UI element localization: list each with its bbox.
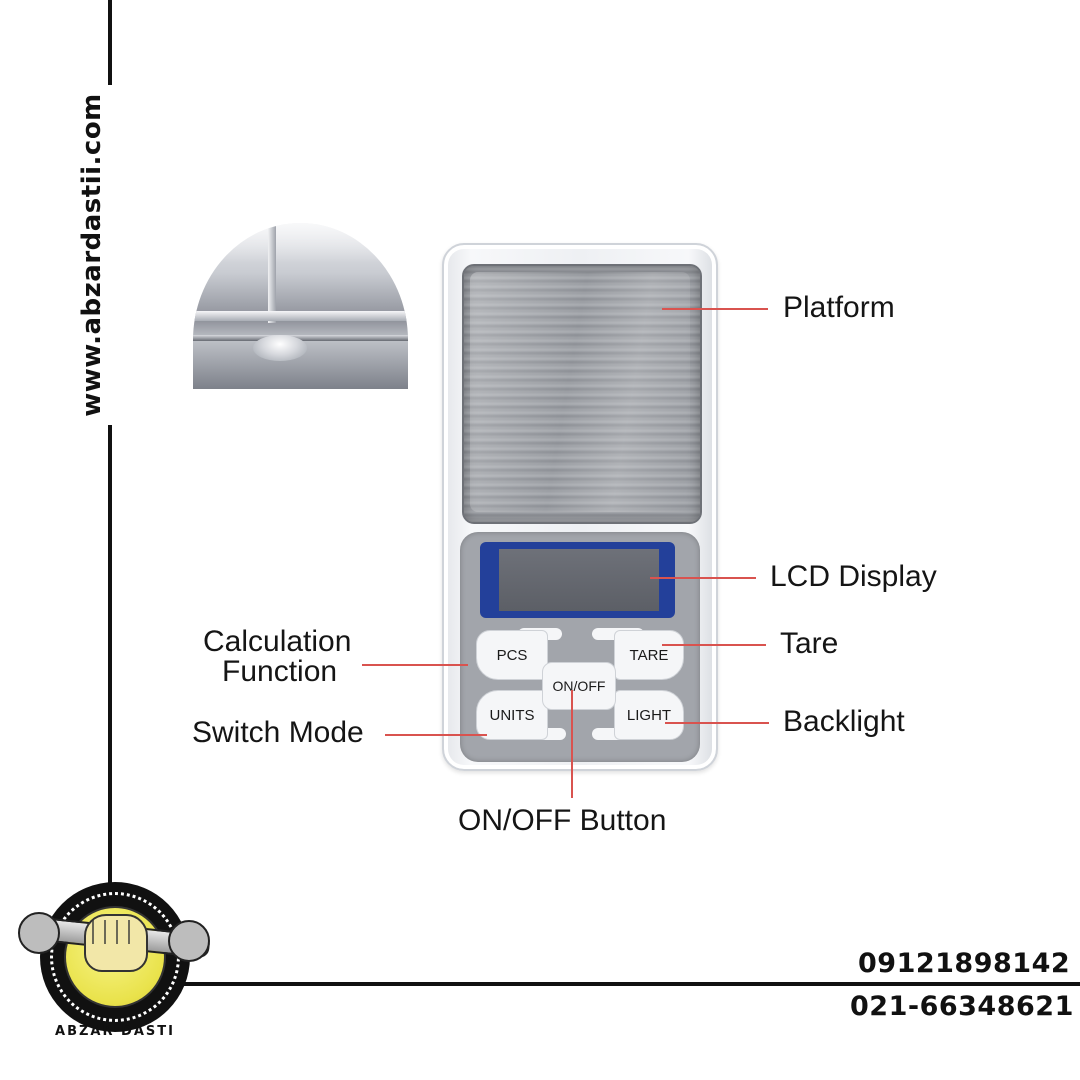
switch-mode-label: Switch Mode	[192, 716, 364, 749]
tare-button[interactable]: TARE	[614, 630, 684, 680]
lcd-callout-line	[650, 577, 756, 579]
units-button[interactable]: UNITS	[476, 690, 548, 740]
pcs-button[interactable]: PCS	[476, 630, 548, 680]
calculation-label-line1: Calculation	[203, 625, 352, 658]
tare-callout-line	[662, 644, 766, 646]
website-url-text: www.abzardastii.com	[77, 93, 107, 417]
zoom-latch	[253, 335, 307, 361]
zoom-vertical-edge	[268, 223, 276, 323]
calculation-callout-line	[362, 664, 468, 666]
calculation-label-line2: Function	[222, 655, 338, 688]
wrench-head-left	[18, 912, 60, 954]
frame-line-left	[108, 425, 112, 977]
light-button[interactable]: LIGHT	[614, 690, 684, 740]
frame-line-top	[108, 0, 112, 85]
fist-fingers	[92, 920, 140, 944]
zoom-lid-edge	[193, 311, 408, 321]
magnified-edge-detail	[193, 223, 408, 389]
backlight-label: Backlight	[783, 705, 905, 738]
tare-label: Tare	[780, 627, 839, 660]
brand-name: ABZAR DASTI	[55, 1024, 175, 1039]
onoff-button-label: ON/OFF Button	[458, 804, 667, 837]
platform-label: Platform	[783, 291, 895, 324]
zoom-shade	[193, 223, 408, 263]
lcd-screen	[499, 549, 659, 611]
onoff-button[interactable]: ON/OFF	[542, 662, 616, 710]
switch-mode-callout-line	[385, 734, 487, 736]
frame-line-bottom	[180, 982, 1080, 986]
zoom-base-edge	[193, 335, 408, 341]
onoff-callout-line	[571, 690, 573, 798]
landline-number: 021-66348621	[850, 991, 1074, 1022]
mobile-number: 09121898142	[858, 948, 1071, 979]
wrench-head-right	[168, 920, 210, 962]
lcd-display-label: LCD Display	[770, 560, 937, 593]
platform-highlight	[470, 272, 690, 512]
backlight-callout-line	[665, 722, 769, 724]
platform-callout-line	[662, 308, 768, 310]
scale-platform	[462, 264, 702, 524]
